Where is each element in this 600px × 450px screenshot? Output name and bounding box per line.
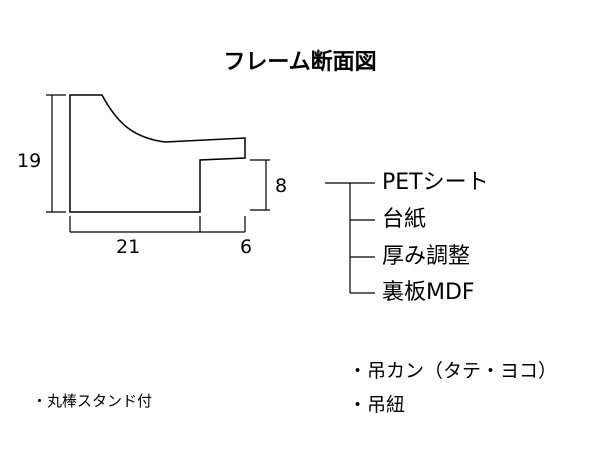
dimension-8-bracket bbox=[250, 159, 270, 211]
frame-profile bbox=[69, 94, 246, 213]
dimension-19-bracket bbox=[46, 94, 66, 213]
dimension-width-bracket bbox=[69, 216, 246, 233]
dimension-6-label: 6 bbox=[240, 236, 253, 258]
layer-leader-lines bbox=[325, 182, 375, 294]
layer-thickness-spacer: 厚み調整 bbox=[382, 244, 471, 269]
accessory-stand: ・丸棒スタンド付 bbox=[32, 392, 153, 410]
dimension-19-label: 19 bbox=[17, 150, 42, 172]
dimension-8-label: 8 bbox=[275, 175, 288, 197]
accessory-string: ・吊紐 bbox=[348, 394, 406, 416]
layer-mdf-backboard: 裏板MDF bbox=[382, 280, 475, 305]
layer-mount-board: 台紙 bbox=[382, 207, 427, 232]
dimension-21-label: 21 bbox=[116, 236, 141, 258]
accessory-hanger: ・吊カン（タテ・ヨコ） bbox=[348, 360, 558, 382]
layer-pet-sheet: PETシート bbox=[382, 170, 489, 195]
diagram-title: フレーム断面図 bbox=[223, 50, 377, 75]
